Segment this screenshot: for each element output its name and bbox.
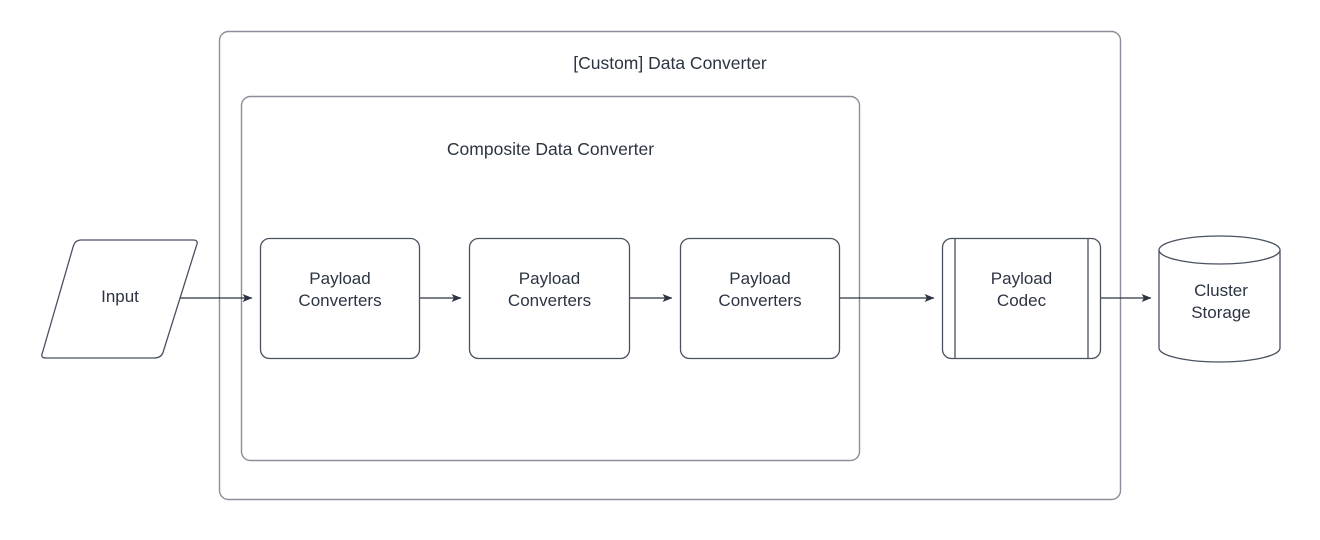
node-payload-converters-1-shape[interactable] [259, 237, 421, 360]
node-payload-converters-3-shape[interactable] [679, 237, 841, 360]
node-payload-codec-shape[interactable] [941, 237, 1102, 360]
node-input-shape[interactable] [41, 239, 198, 359]
node-payload-converters-2-shape[interactable] [468, 237, 631, 360]
node-cluster-storage-shape[interactable] [1158, 235, 1281, 363]
